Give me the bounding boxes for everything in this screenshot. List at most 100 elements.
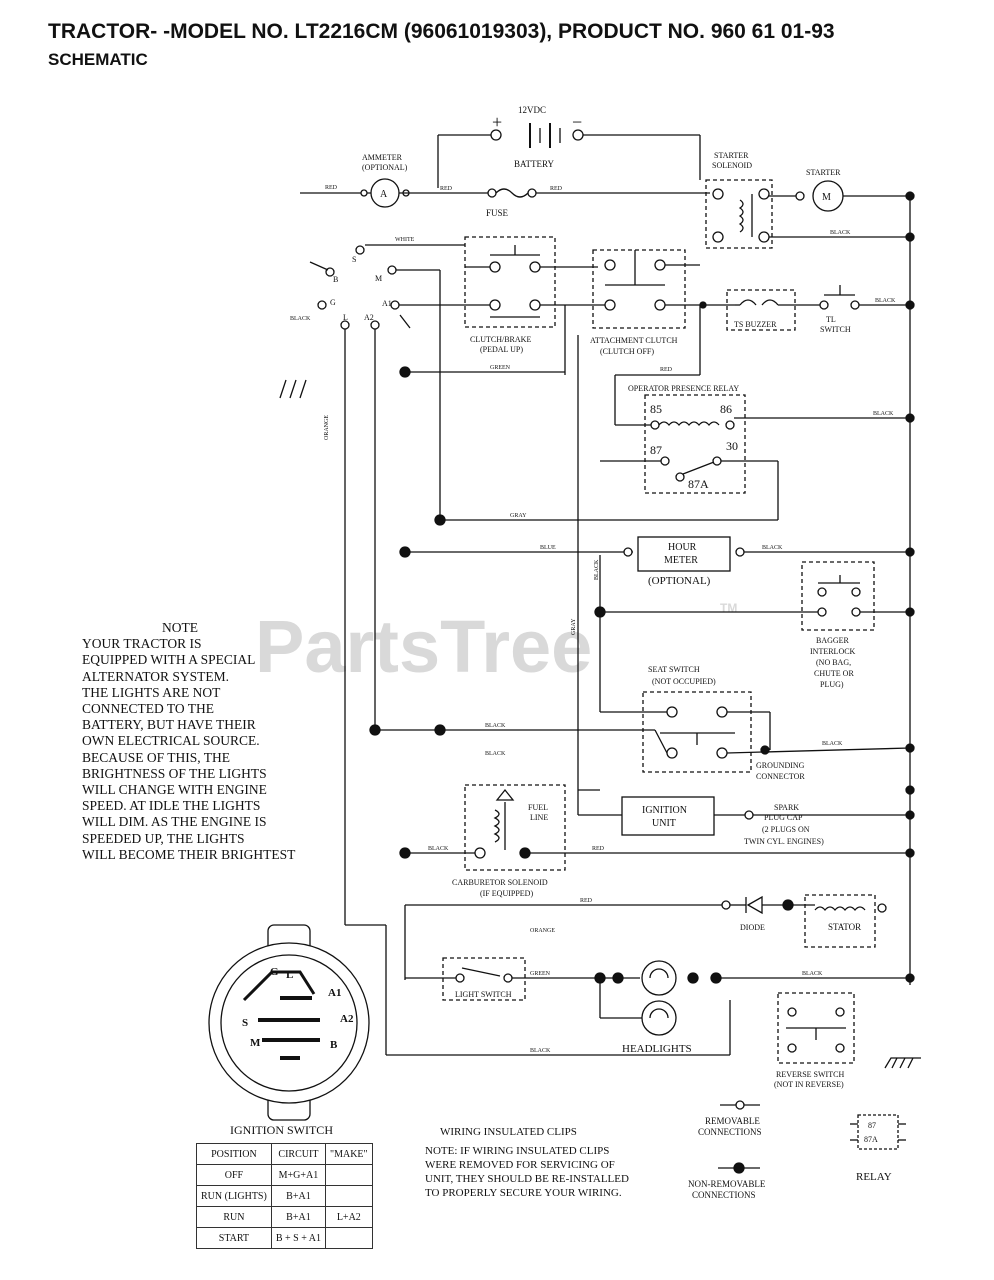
- table-cell: OFF: [196, 1164, 272, 1186]
- reverse-switch-label: REVERSE SWITCH: [776, 1070, 844, 1079]
- seat-switch-label: SEAT SWITCH: [648, 665, 700, 674]
- svg-text:(NOT IN REVERSE): (NOT IN REVERSE): [774, 1080, 844, 1089]
- page-title: TRACTOR- -MODEL NO. LT2216CM (9606101930…: [48, 20, 835, 43]
- svg-text:RED: RED: [660, 367, 673, 373]
- svg-text:G: G: [270, 966, 279, 978]
- spark-plug-label: SPARK: [774, 803, 799, 812]
- diode-stator: RED DIODE STATOR ORANGE: [404, 894, 887, 980]
- svg-text:SOLENOID: SOLENOID: [712, 161, 752, 170]
- svg-text:NOTE: IF WIRING INSULATED CLIP: NOTE: IF WIRING INSULATED CLIPS: [425, 1145, 609, 1157]
- svg-text:RED: RED: [550, 186, 563, 192]
- svg-text:BLACK: BLACK: [485, 723, 506, 729]
- svg-text:BLACK: BLACK: [822, 741, 843, 747]
- svg-text:−: −: [572, 112, 582, 132]
- note-line: WILL CHANGE WITH ENGINE: [82, 782, 267, 798]
- svg-text:WHITE: WHITE: [395, 237, 415, 243]
- table-cell: B+A1: [270, 1206, 327, 1228]
- svg-text:M: M: [375, 274, 382, 283]
- relay: 87 87A RELAY: [850, 1114, 906, 1183]
- svg-text:(IF EQUIPPED): (IF EQUIPPED): [480, 889, 533, 898]
- table-cell: RUN (LIGHTS): [196, 1185, 272, 1207]
- svg-text:BLACK: BLACK: [762, 545, 783, 551]
- reverse-switch: REVERSE SWITCH (NOT IN REVERSE): [774, 992, 921, 1089]
- svg-text:87: 87: [650, 443, 662, 457]
- svg-text:A1: A1: [382, 299, 392, 308]
- svg-text:(CLUTCH OFF): (CLUTCH OFF): [600, 347, 654, 356]
- note-line: SPEEDED UP, THE LIGHTS: [82, 830, 245, 846]
- svg-text:BLACK: BLACK: [875, 298, 896, 304]
- fuse: FUSE RED RED: [440, 186, 710, 218]
- page-header: TRACTOR- -MODEL NO. LT2216CM (9606101930…: [48, 20, 835, 70]
- headlights-label: HEADLIGHTS: [622, 1043, 692, 1055]
- ignition-unit: IGNITION UNIT SPARK PLUG CAP (2 PLUGS ON…: [577, 785, 915, 846]
- operator-relay-label: OPERATOR PRESENCE RELAY: [628, 384, 739, 393]
- legend: REMOVABLE CONNECTIONS NON-REMOVABLE CONN…: [688, 1100, 766, 1200]
- watermark: PartsTree: [255, 605, 592, 688]
- table-cell: B+A1: [270, 1185, 327, 1207]
- wiring-clips-note: WIRING INSULATED CLIPS NOTE: IF WIRING I…: [425, 1126, 629, 1199]
- table-header: CIRCUIT: [270, 1143, 327, 1165]
- table-cell: M+G+A1: [270, 1164, 327, 1186]
- svg-text:RED: RED: [440, 186, 453, 192]
- svg-text:+: +: [492, 112, 502, 132]
- legend-nonremovable: NON-REMOVABLE: [688, 1179, 766, 1189]
- svg-text:B: B: [333, 275, 338, 284]
- svg-text:UNIT, THEY SHOULD BE RE-INSTAL: UNIT, THEY SHOULD BE RE-INSTALLED: [425, 1173, 629, 1185]
- svg-text:S: S: [242, 1017, 248, 1029]
- svg-text:ORANGE: ORANGE: [324, 415, 330, 440]
- ignition-unit-label: IGNITION: [642, 805, 687, 816]
- svg-text:L: L: [343, 313, 348, 322]
- svg-text:BLACK: BLACK: [530, 1048, 551, 1054]
- svg-text:BLACK: BLACK: [290, 316, 311, 322]
- note-title: NOTE: [162, 620, 198, 635]
- starter-motor: M STARTER: [769, 168, 915, 212]
- svg-text:RED: RED: [325, 185, 338, 191]
- svg-text:BLACK: BLACK: [802, 971, 823, 977]
- note-line: EQUIPPED WITH A SPECIAL: [82, 652, 256, 668]
- note-line: BATTERY, BUT HAVE THEIR: [82, 717, 256, 733]
- svg-text:(OPTIONAL): (OPTIONAL): [648, 575, 711, 587]
- note-line: WILL DIM. AS THE ENGINE IS: [82, 814, 267, 830]
- table-row: RUN B+A1 L+A2: [196, 1206, 373, 1228]
- table-cell: [325, 1164, 373, 1186]
- table-header: "MAKE": [325, 1143, 373, 1165]
- svg-text:87A: 87A: [864, 1135, 878, 1144]
- ammeter-opt-label: (OPTIONAL): [362, 163, 408, 172]
- battery-label: BATTERY: [514, 159, 555, 169]
- svg-text:BLACK: BLACK: [873, 411, 894, 417]
- svg-text:(2 PLUGS ON: (2 PLUGS ON: [762, 825, 810, 834]
- svg-text:RED: RED: [592, 846, 605, 852]
- svg-text:CONNECTOR: CONNECTOR: [756, 772, 805, 781]
- attachment-clutch-switch: ATTACHMENT CLUTCH (CLUTCH OFF): [540, 249, 735, 356]
- svg-text:BLACK: BLACK: [594, 559, 600, 580]
- ignition-switch-terminals: S B M G A1 L A2 BLACK WHITE ORANGE: [279, 237, 465, 925]
- starter-label: STARTER: [806, 168, 841, 177]
- svg-text:BLUE: BLUE: [540, 545, 556, 551]
- starter-solenoid: STARTER SOLENOID BLACK: [705, 151, 915, 249]
- svg-text:CHUTE OR: CHUTE OR: [814, 669, 854, 678]
- svg-text:BLACK: BLACK: [428, 846, 449, 852]
- svg-text:S: S: [352, 255, 356, 264]
- hour-meter: BLUE HOUR METER (OPTIONAL) BLACK: [399, 536, 915, 587]
- table-cell: [325, 1227, 373, 1249]
- svg-text:BLACK: BLACK: [485, 751, 506, 757]
- svg-text:B: B: [330, 1039, 338, 1051]
- table-row: START B + S + A1: [196, 1227, 373, 1249]
- svg-text:METER: METER: [664, 555, 698, 566]
- note-line: OWN ELECTRICAL SOURCE.: [82, 733, 260, 749]
- ignition-switch-diagram: G L A1 A2 S M B IGNITION SWITCH: [208, 924, 370, 1137]
- svg-text:(NOT OCCUPIED): (NOT OCCUPIED): [652, 677, 716, 686]
- watermark-tm: TM: [720, 601, 737, 615]
- clips-title: WIRING INSULATED CLIPS: [440, 1126, 577, 1138]
- ammeter-label: AMMETER: [362, 153, 403, 162]
- svg-text:TWIN CYL. ENGINES): TWIN CYL. ENGINES): [744, 837, 824, 846]
- light-switch-label: LIGHT SWITCH: [455, 990, 512, 999]
- tl-switch: TL SWITCH BLACK: [819, 285, 915, 334]
- svg-text:A: A: [380, 189, 388, 200]
- operator-presence-relay: RED OPERATOR PRESENCE RELAY BLACK 85 86 …: [600, 305, 915, 520]
- table-cell: B + S + A1: [270, 1227, 327, 1249]
- diode-label: DIODE: [740, 923, 765, 932]
- note-line: BECAUSE OF THIS, THE: [82, 749, 231, 765]
- svg-text:TO PROPERLY SECURE YOUR WIRING: TO PROPERLY SECURE YOUR WIRING.: [425, 1187, 622, 1199]
- note-line: SPEED. AT IDLE THE LIGHTS: [82, 798, 261, 814]
